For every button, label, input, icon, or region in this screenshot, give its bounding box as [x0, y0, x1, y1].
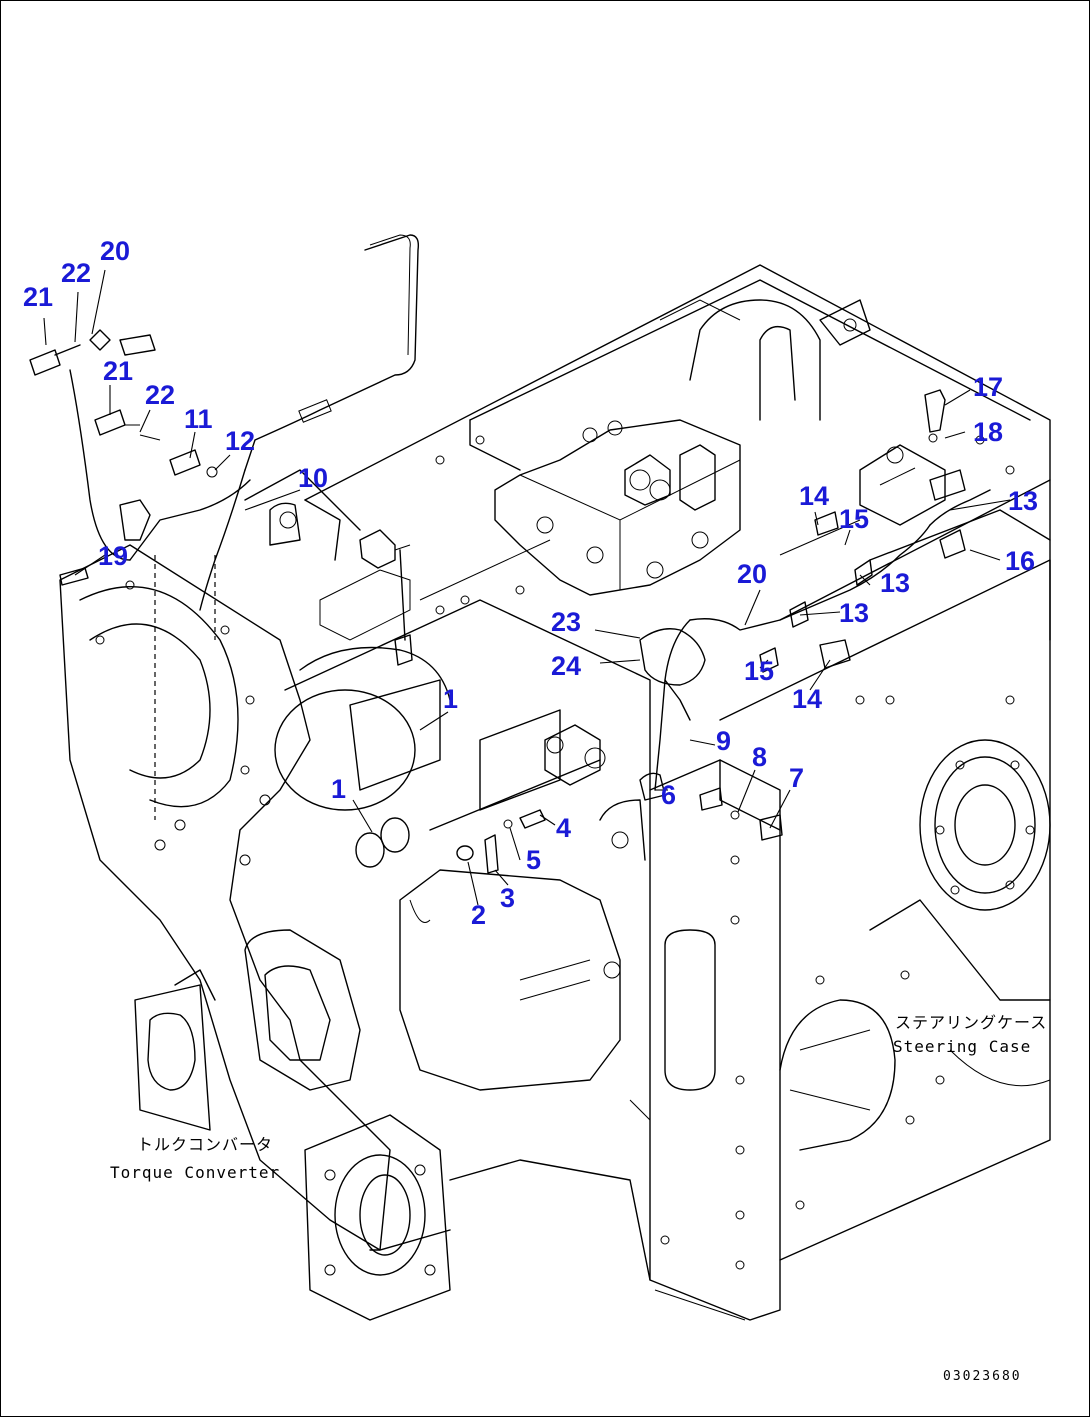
callout-numbers: 21 22 20 21 22 11 12 10 19 17 18 13 14 1… [23, 236, 1038, 930]
callout-15: 15 [839, 504, 869, 534]
callout-10: 10 [298, 463, 328, 493]
callout-16: 16 [1005, 546, 1035, 576]
callout-3: 3 [500, 883, 515, 913]
callout-22: 22 [145, 380, 175, 410]
callout-1: 1 [443, 684, 458, 714]
callout-2: 2 [471, 900, 486, 930]
drawing-code: 03023680 [943, 1369, 1022, 1384]
callout-22: 22 [61, 258, 91, 288]
callout-9: 9 [716, 726, 731, 756]
callout-1: 1 [331, 774, 346, 804]
wiring-harness [29, 234, 991, 874]
callout-8: 8 [752, 742, 767, 772]
callout-14: 14 [792, 684, 822, 714]
callout-15: 15 [744, 656, 774, 686]
callout-11: 11 [184, 404, 213, 434]
callout-20: 20 [100, 236, 130, 266]
callout-21: 21 [23, 282, 53, 312]
callout-5: 5 [526, 845, 541, 875]
callout-4: 4 [556, 813, 571, 843]
callout-13: 13 [839, 598, 869, 628]
captions: ステアリングケース Steering Case トルクコンバータ Torque … [110, 1013, 1047, 1384]
steering-case-label-jp: ステアリングケース [895, 1013, 1047, 1032]
callout-21: 21 [103, 356, 133, 386]
torque-converter-label-jp: トルクコンバータ [137, 1135, 273, 1154]
callout-12: 12 [225, 426, 255, 456]
callout-23: 23 [551, 607, 581, 637]
transmission-case [59, 264, 1051, 1321]
callout-17: 17 [973, 372, 1003, 402]
callout-13: 13 [880, 568, 910, 598]
leader-lines [43, 269, 1011, 906]
callout-14: 14 [799, 481, 829, 511]
steering-case-label: Steering Case [893, 1037, 1031, 1056]
callout-6: 6 [661, 780, 676, 810]
callout-7: 7 [789, 763, 804, 793]
callout-18: 18 [973, 417, 1003, 447]
callout-19: 19 [98, 541, 128, 571]
callout-13: 13 [1008, 486, 1038, 516]
callout-20: 20 [737, 559, 767, 589]
callout-24: 24 [551, 651, 581, 681]
torque-converter-label: Torque Converter [110, 1163, 280, 1182]
